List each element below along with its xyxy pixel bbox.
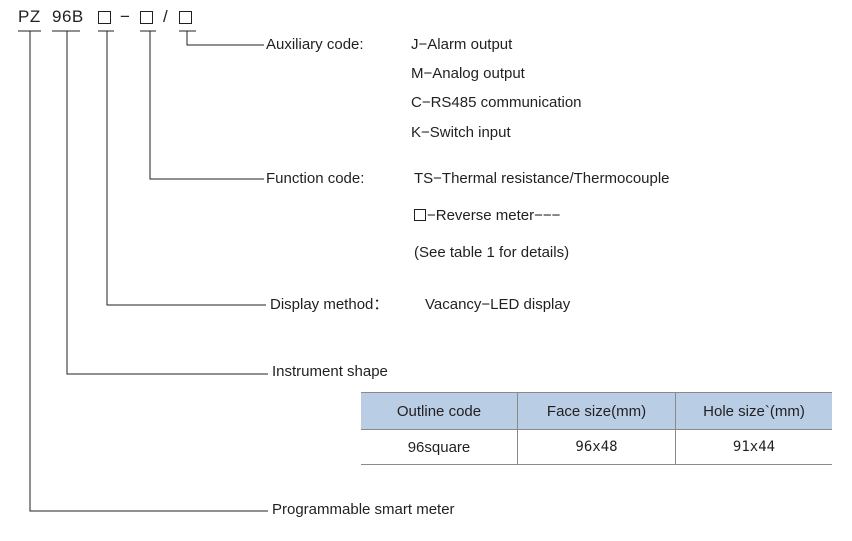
model-dash: − bbox=[120, 7, 131, 26]
table-cell: 91x44 bbox=[675, 429, 832, 465]
instrument-shape-label: Instrument shape bbox=[272, 363, 388, 380]
auxiliary-option: C−RS485 communication bbox=[411, 94, 582, 111]
display-code-box bbox=[140, 11, 153, 24]
auxiliary-option: K−Switch input bbox=[411, 124, 511, 141]
function-option-reverse: −Reverse meter−−− bbox=[414, 207, 560, 225]
auxiliary-code-box bbox=[179, 11, 192, 24]
display-method-value: Vacancy−LED display bbox=[425, 296, 571, 313]
function-note: (See table 1 for details) bbox=[414, 244, 570, 261]
auxiliary-code-label: Auxiliary code: bbox=[266, 36, 364, 53]
table-header: Outline code bbox=[361, 392, 518, 430]
product-leader bbox=[29, 31, 268, 512]
table-cell: 96square bbox=[361, 429, 518, 465]
display-leader bbox=[106, 31, 266, 306]
size-table: Outline code Face size(mm) Hole size`(mm… bbox=[361, 392, 832, 465]
table-header: Face size(mm) bbox=[517, 392, 676, 430]
table-row: 96square 96x48 91x44 bbox=[361, 429, 832, 465]
model-shape: 96B bbox=[52, 7, 84, 26]
display-method-label: Display method： bbox=[270, 296, 389, 313]
function-leader bbox=[149, 31, 264, 180]
auxiliary-option: J−Alarm output bbox=[411, 36, 513, 53]
auxiliary-leader bbox=[186, 31, 264, 46]
table-header: Hole size`(mm) bbox=[675, 392, 832, 430]
table-header-row: Outline code Face size(mm) Hole size`(mm… bbox=[361, 392, 832, 430]
function-code-box bbox=[98, 11, 111, 24]
model-prefix: PZ bbox=[18, 7, 41, 26]
function-code-label: Function code: bbox=[266, 170, 365, 187]
auxiliary-option: M−Analog output bbox=[411, 65, 525, 82]
product-label: Programmable smart meter bbox=[272, 501, 455, 518]
model-slash: / bbox=[163, 7, 169, 26]
shape-leader bbox=[66, 31, 268, 375]
function-option-reverse-text: −Reverse meter−−− bbox=[427, 207, 561, 224]
code-box-icon bbox=[414, 209, 426, 221]
function-option: TS−Thermal resistance/Thermocouple bbox=[414, 170, 670, 187]
table-cell: 96x48 bbox=[517, 429, 676, 465]
